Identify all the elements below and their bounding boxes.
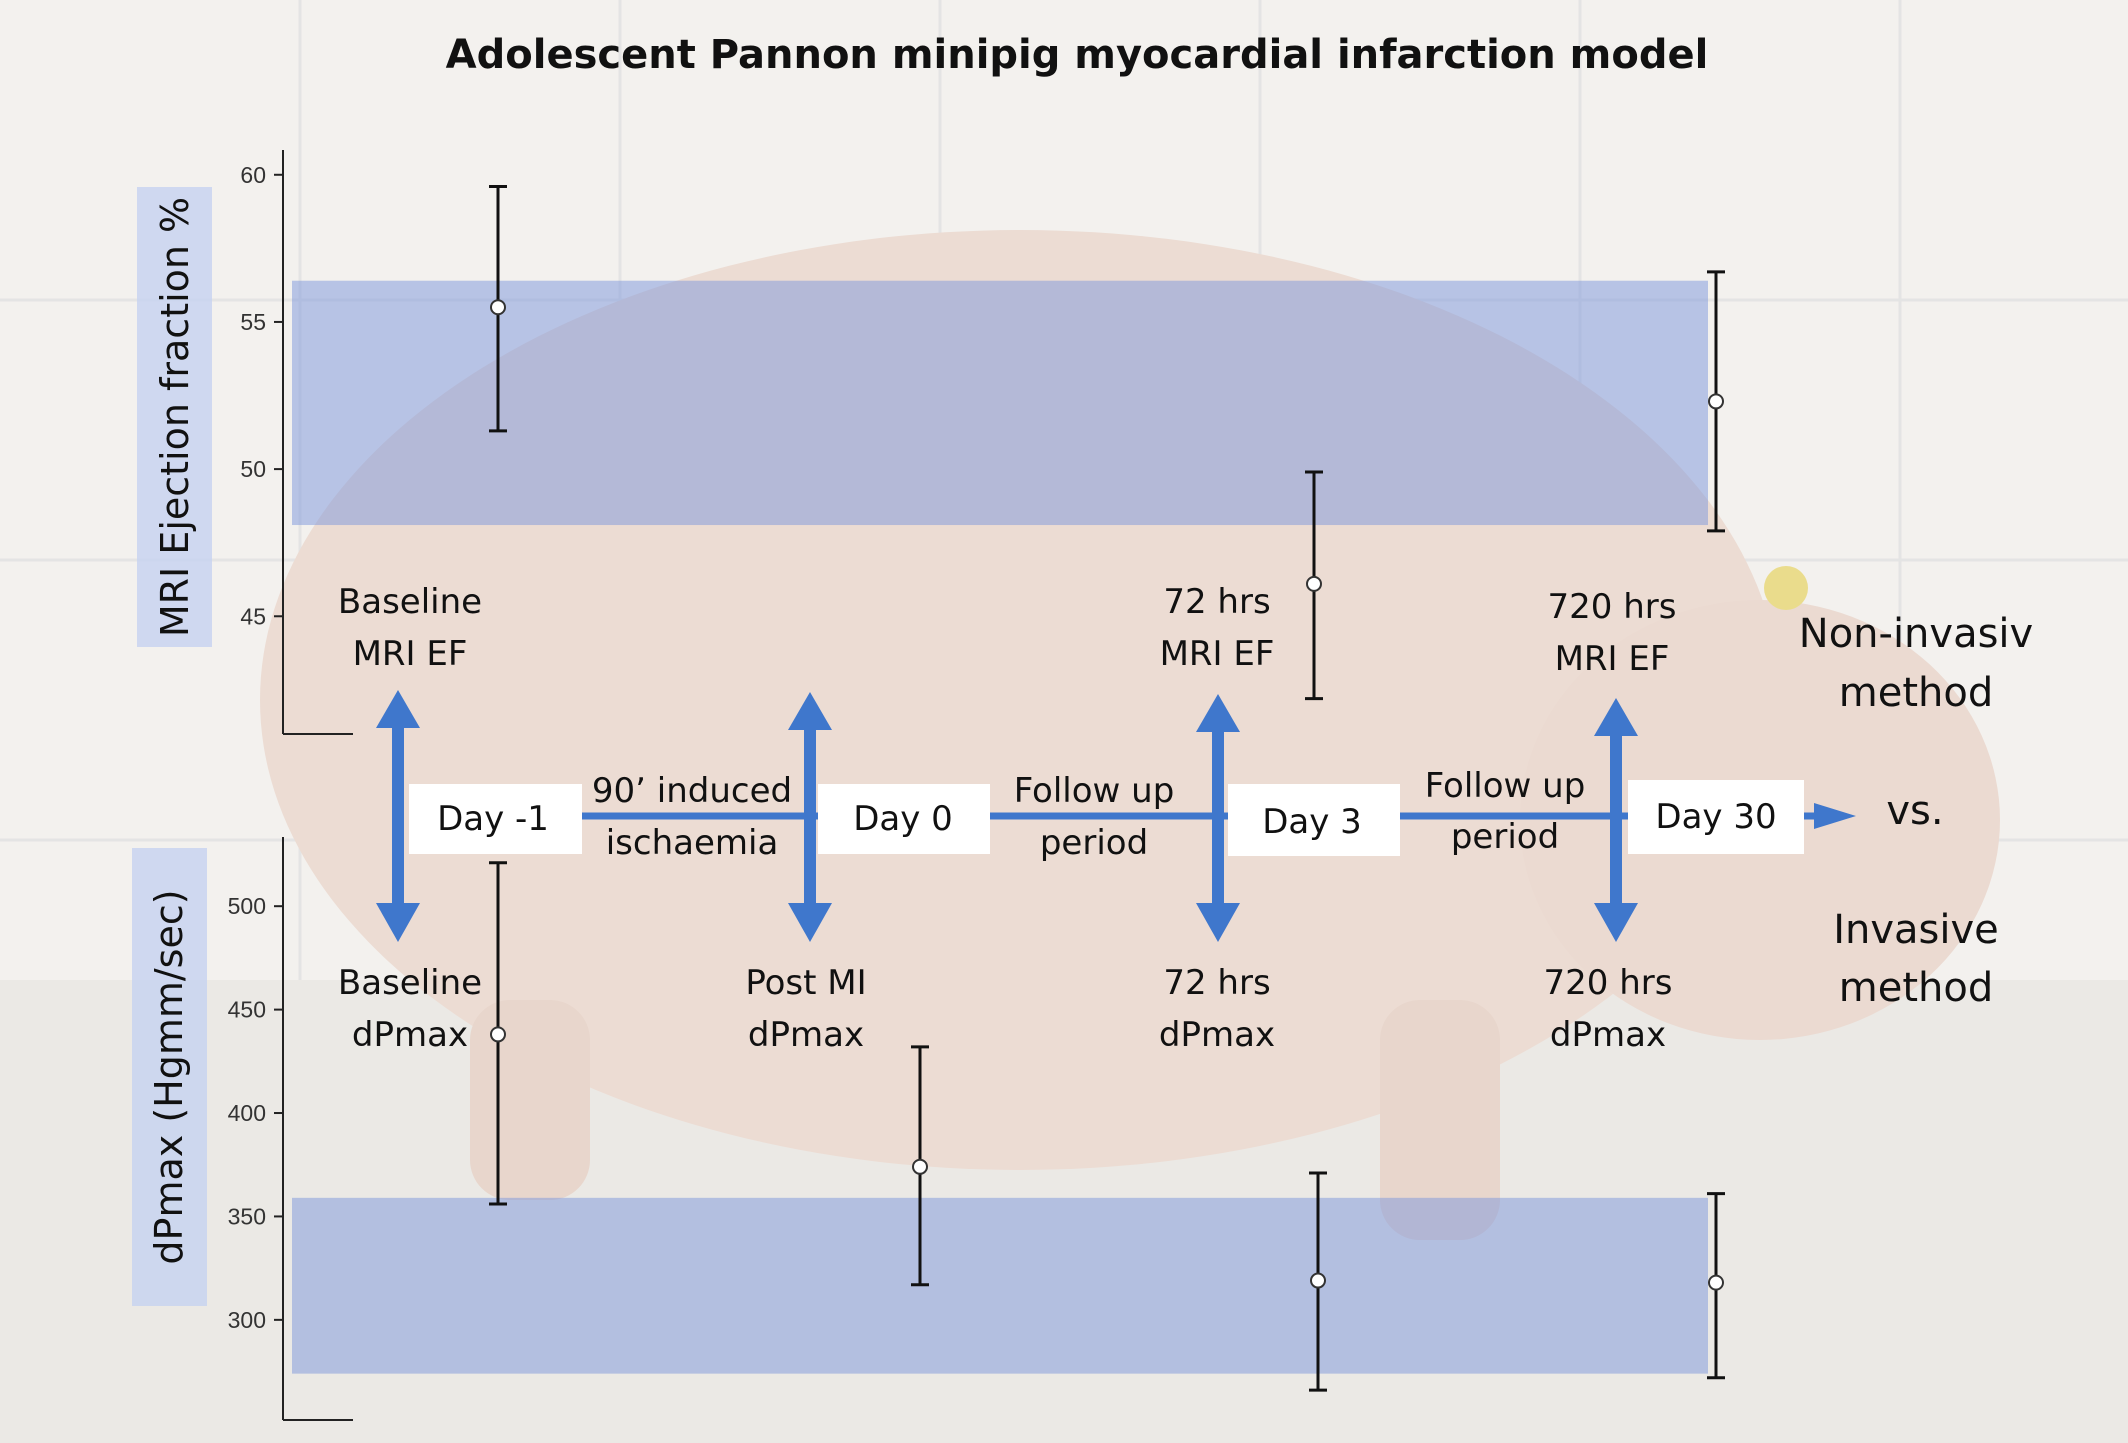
- ef-data-point: [1708, 393, 1724, 410]
- segment-label: 90’ induced: [592, 771, 792, 811]
- ef-ylabel-box: [137, 187, 212, 647]
- dpmax-data-point: [1708, 1274, 1724, 1291]
- noninvasive-method-label: method: [1839, 670, 1993, 716]
- day-box: [818, 784, 990, 854]
- upper-measure-label: 72 hrs: [1163, 582, 1270, 622]
- upper-measure-label: MRI EF: [1160, 634, 1275, 674]
- dpmax-data-point: [912, 1158, 928, 1175]
- segment-label: period: [1040, 823, 1148, 863]
- segment-label: Follow up: [1425, 766, 1586, 806]
- dpmax-chart: 300 350 400 450 500 dPmax (Hgmm/sec): [132, 837, 1725, 1421]
- ear-tag-icon: [1764, 566, 1808, 610]
- ef-tick-label: 50: [240, 456, 266, 482]
- invasive-method-label: method: [1839, 965, 1993, 1011]
- figure-title: Adolescent Pannon minipig myocardial inf…: [446, 32, 1709, 78]
- day-label: Day -1: [437, 799, 549, 839]
- dpmax-tick-label: 300: [228, 1307, 266, 1333]
- upper-measure-label: Baseline: [338, 582, 482, 622]
- pig-leg: [470, 1000, 590, 1200]
- dpmax-tick-label: 500: [228, 893, 266, 919]
- lower-measure-label: dPmax: [1550, 1015, 1666, 1055]
- dpmax-normal-band: [292, 1197, 1708, 1374]
- dpmax-ylabel-box: [132, 848, 207, 1306]
- upper-measure-label: 720 hrs: [1548, 587, 1677, 627]
- vertical-arrow: [1594, 698, 1638, 942]
- dpmax-data-point: [490, 1026, 506, 1043]
- lower-measure-label: dPmax: [748, 1015, 864, 1055]
- lower-measure-label: Baseline: [338, 963, 482, 1003]
- ef-y-axis-label: MRI Ejection fraction %: [153, 197, 197, 637]
- day-box: [1628, 780, 1804, 854]
- invasive-method-label: Invasive: [1833, 907, 1999, 953]
- timeline-arrowhead-icon: [1814, 803, 1856, 829]
- ef-data-point: [490, 299, 506, 316]
- upper-measure-label: MRI EF: [1555, 639, 1670, 679]
- vertical-arrow: [1196, 694, 1240, 942]
- day-box: [1228, 784, 1400, 856]
- noninvasive-method-label: Non-invasiv: [1799, 611, 2033, 657]
- segment-label: Follow up: [1014, 771, 1175, 811]
- vs-label: vs.: [1886, 788, 1943, 834]
- segment-label: period: [1451, 817, 1559, 857]
- ef-tick-label: 45: [240, 603, 266, 629]
- dpmax-tick-label: 350: [228, 1203, 266, 1229]
- ef-tick-label: 55: [240, 309, 266, 335]
- dpmax-data-point: [1310, 1272, 1326, 1289]
- lower-measure-label: dPmax: [352, 1015, 468, 1055]
- timeline: Day -1 Day 0 Day 3 Day 30 90’ induced is…: [338, 582, 2033, 1055]
- lower-measure-label: 72 hrs: [1163, 963, 1270, 1003]
- ejection-fraction-chart: 45 50 55 60 MRI Ejection fraction %: [137, 150, 1725, 735]
- lower-measure-label: 720 hrs: [1544, 963, 1673, 1003]
- lower-measure-label: Post MI: [745, 963, 866, 1003]
- ef-normal-band: [292, 280, 1708, 526]
- day-label: Day 3: [1262, 802, 1362, 842]
- ef-tick-label: 60: [240, 162, 266, 188]
- segment-label: ischaemia: [606, 823, 779, 863]
- ef-data-point: [1306, 575, 1322, 592]
- upper-measure-label: MRI EF: [353, 634, 468, 674]
- day-box: [409, 784, 582, 854]
- lower-measure-label: dPmax: [1159, 1015, 1275, 1055]
- dpmax-tick-label: 400: [228, 1100, 266, 1126]
- day-label: Day 0: [853, 799, 953, 839]
- vertical-arrow: [376, 690, 420, 942]
- dpmax-y-axis-label: dPmax (Hgmm/sec): [147, 889, 191, 1264]
- pig-leg: [1380, 1000, 1500, 1240]
- vertical-arrow: [788, 692, 832, 942]
- day-label: Day 30: [1655, 797, 1776, 837]
- dpmax-tick-label: 450: [228, 997, 266, 1023]
